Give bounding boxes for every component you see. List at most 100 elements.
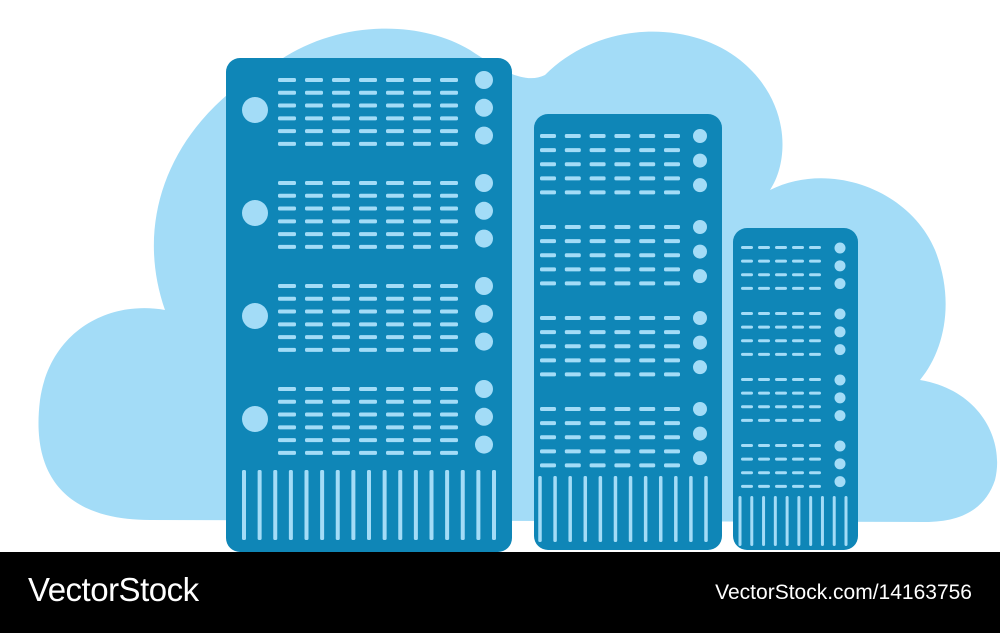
vent-slot	[320, 470, 325, 540]
status-light	[792, 457, 804, 461]
status-light	[809, 339, 821, 343]
status-light	[564, 372, 581, 377]
status-light	[359, 232, 377, 237]
status-light	[589, 316, 606, 320]
status-light	[332, 103, 350, 108]
status-light	[332, 425, 350, 430]
status-light	[386, 399, 404, 404]
status-light	[664, 407, 680, 411]
status-light	[305, 219, 323, 224]
vent-slot	[553, 476, 557, 542]
status-light	[386, 296, 404, 301]
vent-slot	[762, 496, 766, 546]
status-light	[540, 176, 556, 181]
status-light	[792, 246, 804, 249]
status-light	[741, 457, 753, 461]
vent-slot	[643, 476, 648, 542]
server-bay	[242, 380, 493, 455]
status-light	[741, 405, 753, 409]
status-light	[741, 352, 753, 356]
status-light	[758, 339, 770, 343]
status-light	[332, 347, 350, 352]
status-light	[758, 259, 770, 263]
status-light	[775, 339, 787, 343]
status-light	[741, 391, 753, 395]
status-light	[278, 284, 296, 288]
status-light	[639, 463, 656, 468]
status-light	[278, 347, 296, 352]
status-light	[332, 399, 350, 404]
status-light	[614, 190, 631, 195]
vent-grille	[538, 476, 708, 542]
status-light	[305, 450, 323, 455]
status-light	[413, 244, 431, 249]
power-dot	[242, 303, 268, 329]
status-light	[386, 438, 404, 443]
status-light	[589, 407, 606, 411]
status-light	[305, 425, 323, 430]
status-light	[305, 412, 323, 417]
status-light	[775, 352, 787, 356]
server-bay	[741, 308, 846, 356]
status-light	[359, 141, 377, 146]
status-light	[413, 450, 431, 455]
status-light	[278, 232, 296, 237]
status-light	[359, 78, 377, 82]
status-light	[741, 312, 753, 315]
status-light	[809, 391, 821, 395]
status-light	[614, 330, 631, 335]
status-light	[386, 129, 404, 134]
status-light	[386, 387, 404, 391]
status-light	[741, 484, 753, 488]
status-light	[589, 372, 606, 377]
status-light	[440, 347, 458, 352]
status-light	[540, 225, 556, 229]
status-light	[664, 281, 680, 286]
status-light	[332, 284, 350, 288]
status-light	[809, 325, 821, 329]
indicator-dot	[693, 153, 707, 168]
status-light	[386, 103, 404, 108]
status-light	[809, 457, 821, 461]
status-light	[664, 316, 680, 320]
status-light	[278, 78, 296, 82]
indicator-dot	[834, 440, 846, 452]
server-bay	[741, 242, 846, 290]
status-light	[664, 162, 680, 167]
status-light	[639, 190, 656, 195]
status-light	[589, 435, 606, 440]
status-light	[332, 90, 350, 95]
status-light	[278, 90, 296, 95]
status-light	[540, 316, 556, 320]
status-light	[440, 193, 458, 198]
indicator-dot	[693, 311, 707, 325]
status-light	[540, 421, 556, 426]
status-light	[413, 141, 431, 146]
indicator-dot	[475, 304, 493, 323]
status-light	[305, 399, 323, 404]
status-light	[359, 399, 377, 404]
status-light	[639, 134, 656, 138]
status-light	[589, 162, 606, 167]
status-light	[775, 418, 787, 422]
status-light	[305, 181, 323, 185]
status-light	[664, 225, 680, 229]
status-light	[540, 190, 556, 195]
status-light	[359, 129, 377, 134]
status-light	[809, 286, 821, 290]
status-light	[792, 405, 804, 409]
status-light	[332, 181, 350, 185]
status-light	[332, 412, 350, 417]
status-light	[332, 335, 350, 340]
status-light	[741, 471, 753, 475]
status-light	[614, 372, 631, 377]
status-light	[639, 407, 656, 411]
status-light	[440, 425, 458, 430]
status-light	[386, 347, 404, 352]
status-light	[359, 296, 377, 301]
indicator-dot	[475, 71, 493, 89]
status-light	[639, 316, 656, 320]
status-light	[440, 129, 458, 134]
status-light	[741, 378, 753, 381]
status-light	[278, 296, 296, 301]
